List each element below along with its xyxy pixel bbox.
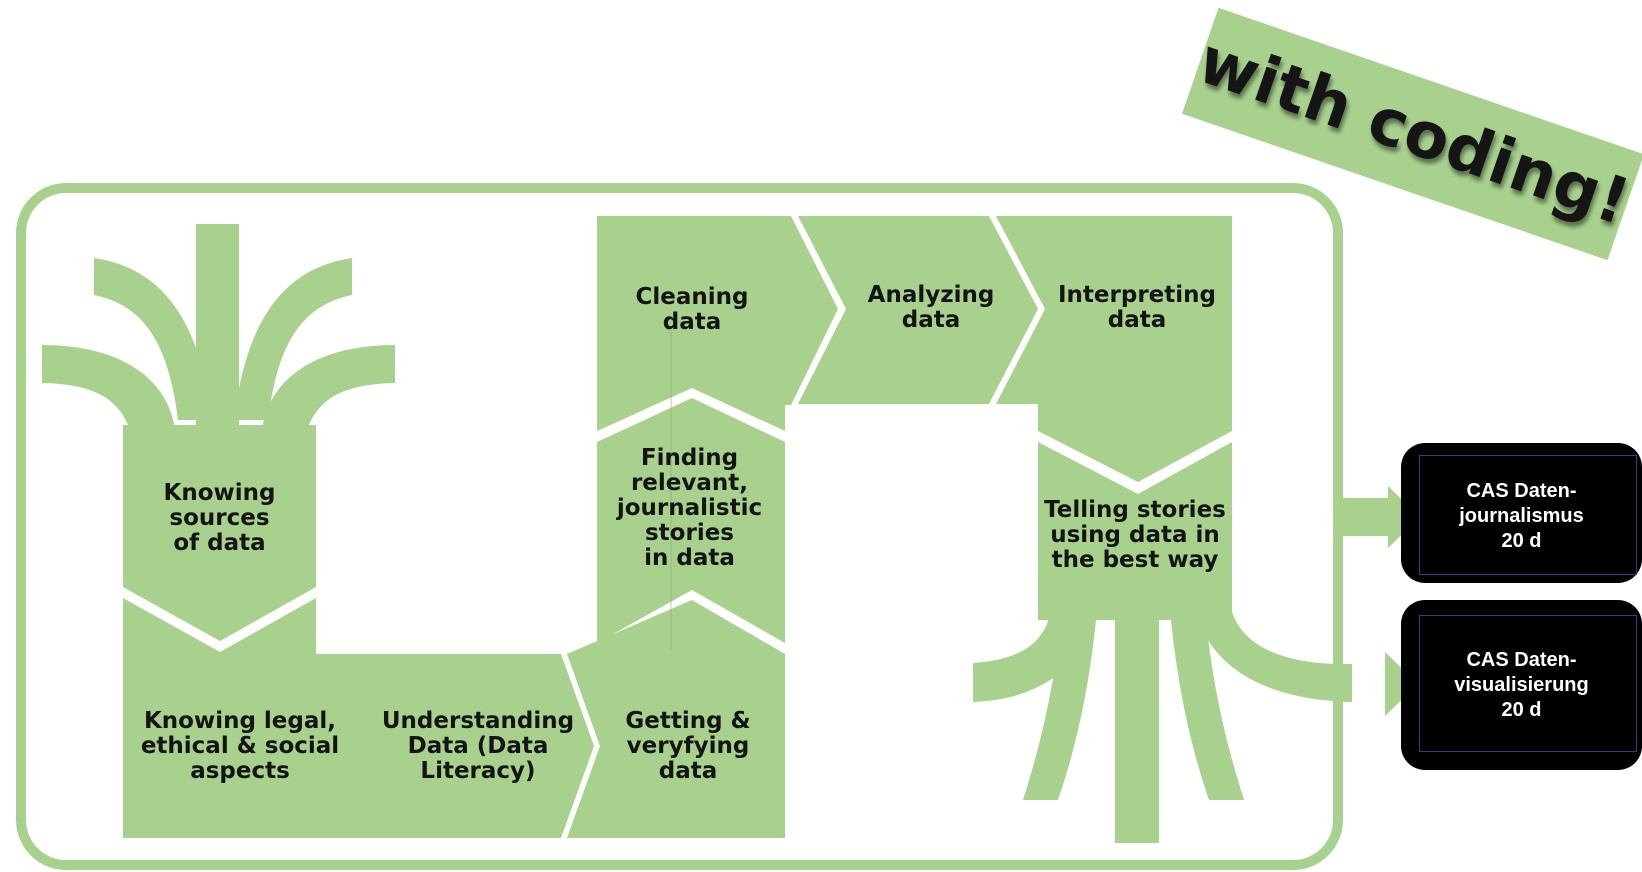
step-knowing-legal-label: Knowing legal, ethical & social aspects <box>140 708 340 784</box>
tree-roots-icon <box>973 600 1352 843</box>
step-getting-shape <box>567 600 785 838</box>
step-finding-shape <box>597 398 785 643</box>
tree-roots-icon <box>42 224 395 430</box>
output-box-datenjournalismus: CAS Daten- journalismus 20 d <box>1401 443 1642 583</box>
step-cleaning-shape <box>597 216 838 431</box>
step-telling-label: Telling stories using data in the best w… <box>1044 497 1226 573</box>
step-knowing-sources-shape <box>123 425 316 641</box>
step-understanding-shape <box>324 654 594 838</box>
step-getting-label: Getting & veryfying data <box>625 708 751 784</box>
step-knowing-legal-shape <box>123 598 376 838</box>
output-label-datenvisualisierung: CAS Daten- visualisierung 20 d <box>1454 649 1589 721</box>
outer-frame <box>16 183 1343 870</box>
output-label-datenjournalismus: CAS Daten- journalismus 20 d <box>1459 480 1584 552</box>
step-telling-shape <box>1038 442 1232 620</box>
step-understanding-label: Understanding Data (Data Literacy) <box>381 708 575 784</box>
step-interpreting-shape <box>996 216 1232 482</box>
step-analyzing-label: Analyzing data <box>867 282 995 333</box>
step-knowing-sources-label: Knowing sources of data <box>163 480 276 556</box>
step-finding-label: Finding relevant, journalistic stories i… <box>616 445 763 571</box>
output-box-datenvisualisierung: CAS Daten- visualisierung 20 d <box>1401 600 1642 770</box>
step-interpreting-label: Interpreting data <box>1058 282 1216 333</box>
step-analyzing-shape <box>798 216 1038 404</box>
step-cleaning-label: Cleaning data <box>635 284 749 335</box>
